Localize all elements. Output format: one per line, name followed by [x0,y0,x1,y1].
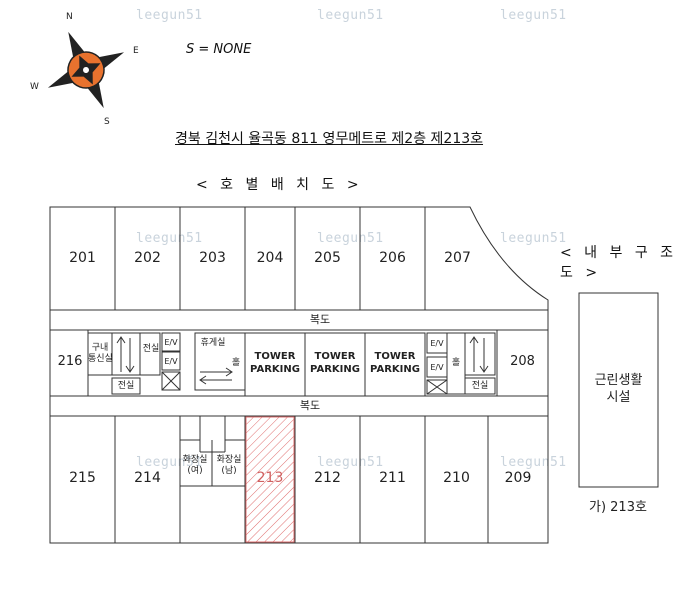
watermark: leegun51 [500,8,567,23]
elevator-3: E/V [430,339,444,348]
lounge: 휴게실 [200,338,226,348]
unit-215: 215 [69,470,96,486]
corridor-label-lower: 복도 [299,399,321,412]
address-title: 경북 김천시 율곡동 811 영무메트로 제2층 제213호 [175,131,484,147]
hall-left: 홀 [231,358,241,368]
watermark: leegun51 [500,455,567,470]
highlight-unit-213 [245,416,295,543]
watermark: leegun51 [317,455,384,470]
hall-right: 홀 [451,358,461,368]
unit-210: 210 [443,470,470,486]
compass-n: N [66,12,73,22]
tower-parking-2: TOWER PARKING [310,351,360,375]
structure-title: < 내 부 구 조 도 > [560,245,678,281]
watermark: leegun51 [136,8,203,23]
unit-201: 201 [69,250,96,266]
scale-label: S = NONE [186,42,252,57]
electric-room: 전실 [142,344,160,354]
restroom-male: 화장실 (남) [216,455,242,476]
unit-209: 209 [504,470,532,486]
elevator-4: E/V [430,363,444,372]
watermark: leegun51 [136,231,203,246]
elevator-2: E/V [164,357,178,366]
telecom-room: 구내 통신실 [88,343,113,364]
electric-room-lower: 전실 [117,381,135,391]
watermark: leegun51 [317,8,384,23]
unit-211: 211 [379,470,406,486]
compass-icon [47,31,125,109]
compass-s: S [104,117,110,127]
tower-parking-1: TOWER PARKING [250,351,300,375]
structure-caption: 가) 213호 [589,500,647,515]
electric-room-right: 전실 [471,381,489,391]
unit-202: 202 [134,250,161,266]
unit-203: 203 [199,250,226,266]
compass: N E S W [30,10,140,130]
corridor-label-upper: 복도 [309,313,331,326]
compass-w: W [30,82,39,92]
unit-205: 205 [314,250,341,266]
unit-212: 212 [314,470,341,486]
watermark: leegun51 [500,231,567,246]
elevator-1: E/V [164,338,178,347]
unit-213: 213 [256,470,284,486]
unit-208: 208 [510,354,535,369]
unit-214: 214 [134,470,161,486]
tower-parking-3: TOWER PARKING [370,351,420,375]
unit-216: 216 [57,354,83,369]
structure-box-label: 근린생활 시설 [594,373,643,405]
compass-e: E [133,46,139,56]
unit-204: 204 [256,250,284,266]
watermark: leegun51 [317,231,384,246]
unit-207: 207 [444,250,471,266]
unit-206: 206 [379,250,406,266]
watermark: leegun51 [136,455,203,470]
restroom-female: 화장실 (여) [182,455,208,476]
layout-title: < 호 별 배 치 도 > [196,177,363,193]
